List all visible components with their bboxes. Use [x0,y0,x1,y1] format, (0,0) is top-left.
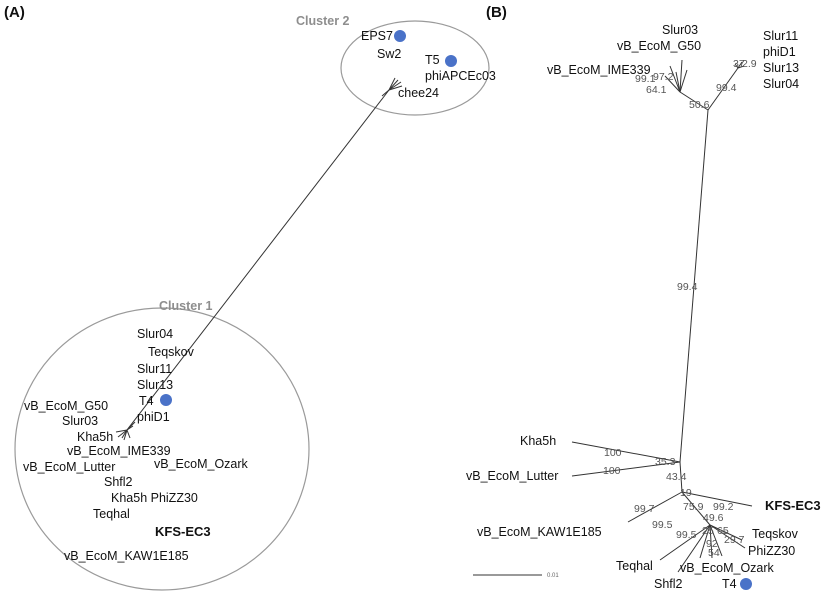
cluster-2-label: Cluster 2 [296,14,350,28]
panel-b-top-branches [664,59,745,111]
leaf-teqhal: Teqhal [93,507,130,521]
boot-99-1: 99.1 [635,73,656,85]
leaf-phiapcec03: phiAPCEc03 [425,69,496,83]
leaf-lutter: vB_EcoM_Lutter [23,460,115,474]
scale-bar-label: 0.01 [547,573,559,579]
t4-marker [160,394,172,406]
leaf-kaw1e185: vB_EcoM_KAW1E185 [64,549,189,563]
b-leaf-ozark: vB_EcoM_Ozark [680,561,775,575]
boot-49-6: 49.6 [703,512,724,524]
cluster-1-label: Cluster 1 [159,299,213,313]
boot-75-9: 75.9 [683,501,704,513]
leaf-t4: T4 [139,394,154,408]
boot-35-3: 35.3 [655,456,676,468]
t5-marker [445,55,457,67]
leaf-slur04: Slur04 [137,327,173,341]
b-leaf-g50: vB_EcoM_G50 [617,39,701,53]
b-leaf-slur03: Slur03 [662,23,698,37]
boot-99-2: 99.2 [713,501,734,513]
b-leaf-slur13: Slur13 [763,61,799,75]
b-leaf-teqhal: Teqhal [616,559,653,573]
b-leaf-ime339: vB_EcoM_IME339 [547,63,651,77]
panel-b-middle-branches [571,441,753,573]
b-leaf-shfl2: Shfl2 [654,577,683,591]
leaf-g50: vB_EcoM_G50 [24,399,108,413]
boot-99-5-a: 99.5 [652,519,673,531]
cluster-2-branches [381,77,403,97]
leaf-slur03: Slur03 [62,414,98,428]
panel-b-label: (B) [486,4,507,21]
boot-99-7: 99.7 [634,503,655,515]
boot-100-b: 100 [603,465,621,477]
boot-92: 92 [706,538,718,550]
leaf-shfl2: Shfl2 [104,475,133,489]
boot-37: 37 [733,58,745,70]
cluster-1-ellipse [14,307,310,591]
leaf-kfs-ec3: KFS-EC3 [155,524,211,539]
boot-64-1: 64.1 [646,84,667,96]
boot-54: 54 [708,547,720,559]
leaf-t5: T5 [425,53,440,67]
boot-19: 19 [680,487,692,499]
boot-2-9: 2.9 [742,58,757,70]
boot-99-4-main: 99.4 [677,281,698,293]
leaf-ozark: vB_EcoM_Ozark [154,457,249,471]
boot-29-7: 29.7 [724,534,745,546]
b-leaf-kfs-ec3: KFS-EC3 [765,498,821,513]
leaf-chee24: chee24 [398,86,439,100]
b-leaf-slur11: Slur11 [763,29,798,43]
boot-65: 65 [717,525,729,537]
leaf-sw2: Sw2 [377,47,401,61]
b-leaf-slur04: Slur04 [763,77,799,91]
boot-50-6: 50.6 [689,99,710,111]
b-leaf-phid1: phiD1 [763,45,796,59]
eps7-marker [394,30,406,42]
b-leaf-kaw1e185: vB_EcoM_KAW1E185 [477,525,602,539]
leaf-kha5h: Kha5h [77,430,113,444]
leaf-ime339: vB_EcoM_IME339 [67,444,171,458]
b-leaf-phizz30: PhiZZ30 [748,544,795,558]
cluster-1-branches [115,421,136,441]
b-leaf-kha5h: Kha5h [520,434,556,448]
long-branch [126,89,390,431]
leaf-teqskov: Teqskov [148,345,195,359]
b-leaf-teqskov: Teqskov [752,527,799,541]
leaf-kha5h-phizz30: Kha5h PhiZZ30 [111,491,198,505]
leaf-phid1: phiD1 [137,410,170,424]
b-leaf-t4: T4 [722,577,737,591]
cluster-2-ellipse [340,20,490,116]
boot-43-4: 43.4 [666,471,687,483]
leaf-slur11: Slur11 [137,362,172,376]
boot-99-5-b: 99.5 [676,529,697,541]
panel-a-label: (A) [4,4,25,21]
b-leaf-lutter: vB_EcoM_Lutter [466,469,558,483]
boot-25: 25 [702,525,714,537]
b-t4-marker [740,578,752,590]
leaf-eps7: EPS7 [361,29,393,43]
boot-99-4-top: 99.4 [716,82,737,94]
boot-100-a: 100 [604,447,622,459]
leaf-slur13: Slur13 [137,378,173,392]
boot-97-2: 97.2 [653,71,674,83]
panel-b-main-branch [679,109,709,463]
